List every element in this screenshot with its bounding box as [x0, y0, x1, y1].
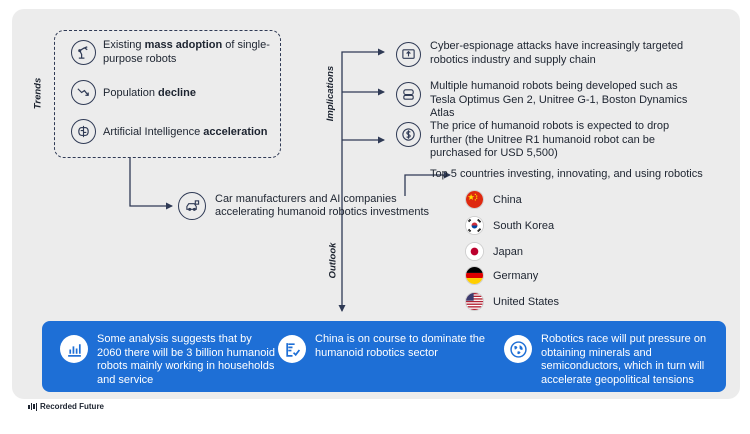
outlook-text: China is on course to dominate the human…: [315, 333, 485, 359]
country-south-korea: South Korea: [465, 216, 554, 235]
car-chip-icon: [178, 192, 206, 220]
outlook-box: Some analysis suggests that by 2060 ther…: [42, 321, 726, 392]
country-name: China: [493, 193, 522, 206]
china-flag-icon: [465, 190, 484, 209]
bar-chart-icon: [60, 335, 88, 363]
country-name: United States: [493, 295, 560, 308]
implication-text: Multiple humanoid robots being developed…: [430, 80, 688, 119]
center-node: Car manufacturers and AI companies accel…: [178, 192, 430, 220]
trend-ai-acceleration: Artificial Intelligence acceleration: [71, 119, 267, 144]
outlook-item-china-dominance: China is on course to dominate the human…: [278, 333, 498, 363]
outlook-text: Robotics race will put pressure on obtai…: [541, 333, 707, 386]
implication-price-drop: The price of humanoid robots is expected…: [396, 120, 701, 161]
country-germany: Germany: [465, 266, 538, 285]
trend-population-decline: Population decline: [71, 80, 196, 105]
trends-box: [54, 30, 281, 158]
outlook-item-geopolitics: Robotics race will put pressure on obtai…: [504, 333, 719, 387]
implications-label: Implications: [325, 65, 337, 122]
recorded-future-logo: Recorded Future: [28, 402, 104, 411]
checklist-icon: [278, 335, 306, 363]
outlook-text: Some analysis suggests that by 2060 ther…: [97, 333, 275, 386]
robot-face-icon: [396, 82, 421, 107]
ai-brain-icon: [71, 119, 96, 144]
country-name: Germany: [493, 269, 539, 282]
japan-flag-icon: [465, 242, 484, 261]
center-text: Car manufacturers and AI companies accel…: [215, 192, 430, 219]
country-name: Japan: [493, 245, 523, 258]
country-name: South Korea: [493, 219, 555, 232]
country-united-states: United States: [465, 292, 559, 311]
implication-humanoid-robots: Multiple humanoid robots being developed…: [396, 80, 696, 121]
logo-text: Recorded Future: [40, 402, 105, 411]
implication-text: The price of humanoid robots is expected…: [430, 120, 670, 159]
dollar-coin-icon: [396, 122, 421, 147]
country-china: China: [465, 190, 522, 209]
countries-title: Top 5 countries investing, innovating, a…: [430, 168, 703, 180]
declining-chart-icon: [71, 80, 96, 105]
country-japan: Japan: [465, 242, 523, 261]
logo-mark-icon: [28, 402, 37, 411]
trends-label: Trends: [32, 77, 44, 110]
united-states-flag-icon: [465, 292, 484, 311]
globe-icon: [504, 335, 532, 363]
outlook-item-humanoid-forecast: Some analysis suggests that by 2060 ther…: [60, 333, 275, 387]
upload-screen-icon: [396, 42, 421, 67]
south-korea-flag-icon: [465, 216, 484, 235]
trend-mass-adoption: Existing mass adoption of single-purpose…: [71, 38, 276, 66]
germany-flag-icon: [465, 266, 484, 285]
robot-arm-icon: [71, 39, 96, 65]
implication-text: Cyber-espionage attacks have increasingl…: [430, 40, 684, 66]
outlook-label: Outlook: [327, 242, 339, 279]
implication-cyber-espionage: Cyber-espionage attacks have increasingl…: [396, 40, 696, 67]
